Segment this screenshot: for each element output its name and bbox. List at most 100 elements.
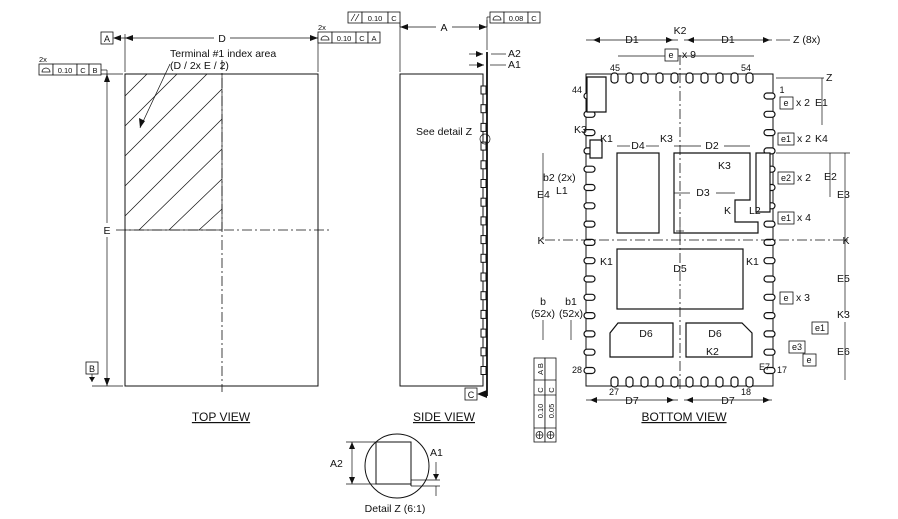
pad-right (763, 110, 776, 118)
side-lead (480, 272, 487, 282)
e-box-3: e (783, 293, 788, 303)
e2-box: e2 (781, 173, 791, 183)
fcf-position-c2: C (547, 387, 556, 393)
exposed-pad-right (755, 152, 771, 213)
z-8x: Z (8x) (793, 34, 820, 46)
pad-left (583, 165, 596, 173)
pad-right (763, 257, 776, 265)
pad-bottom (700, 376, 709, 388)
dim-e2: E2 (824, 171, 837, 183)
dim-e: E (103, 225, 110, 237)
pin-17: 17 (777, 365, 787, 375)
pad-top (745, 72, 754, 84)
fcf-left (38, 63, 102, 76)
x2-c: x 2 (797, 172, 811, 184)
dim-e4: E4 (537, 189, 550, 201)
fcf-parallel-tol: 0.10 (368, 14, 383, 23)
corner-pad-tl (586, 76, 607, 113)
exposed-pad-d6-right (685, 322, 753, 358)
dim-k1-top: K1 (600, 133, 613, 145)
x2-b: x 2 (797, 133, 811, 145)
side-lead (480, 160, 487, 170)
pad-left (583, 220, 596, 228)
fcf-left-ref2: B (92, 66, 97, 75)
dim-a: A (440, 22, 447, 34)
e-box-1: e (783, 98, 788, 108)
pad-bottom (625, 376, 634, 388)
fcf-position-t1: 0.10 (536, 404, 545, 419)
pad-left (583, 202, 596, 210)
detail-z-title: Detail Z (6:1) (365, 503, 426, 515)
dim-b: b (540, 296, 546, 308)
dim-l2: L2 (749, 205, 761, 217)
pad-bottom (715, 376, 724, 388)
datum-c: C (468, 390, 475, 400)
pitch-x9: x 9 (682, 49, 696, 61)
side-lead (480, 347, 487, 357)
exposed-pad-d4 (616, 152, 660, 234)
side-view-title: SIDE VIEW (413, 410, 476, 424)
side-lead (480, 291, 487, 301)
fcf-right (317, 31, 381, 44)
pad-top (715, 72, 724, 84)
side-lead (480, 366, 487, 375)
pin-28: 28 (572, 365, 582, 375)
pad-right (763, 92, 776, 100)
dim-k2-top: K2 (674, 25, 687, 37)
x3: x 3 (796, 292, 810, 304)
pitch-e-box (664, 48, 679, 62)
pad-left (583, 293, 596, 301)
side-leads (480, 85, 487, 375)
pad-left (583, 257, 596, 265)
dim-d4: D4 (631, 140, 645, 152)
dim-d2: D2 (705, 140, 719, 152)
pad-right (763, 238, 776, 246)
side-lead (480, 309, 487, 319)
fcf-right-count: 2x (318, 23, 326, 32)
side-lead (480, 235, 487, 245)
exposed-pad-d6-left (609, 322, 674, 358)
pad-right (763, 330, 776, 338)
bottom-view-title: BOTTOM VIEW (641, 410, 727, 424)
fcf-position-datums: A B (536, 363, 545, 375)
pad-top (685, 72, 694, 84)
pad-left (583, 275, 596, 283)
bottom-view: K K D1 D1 K2 e x 9 Z (8x) Z 45 54 44 1 2… (531, 25, 850, 443)
pad-right (763, 312, 776, 320)
dim-d5: D5 (673, 263, 687, 275)
detail-z-lead (375, 441, 412, 485)
fcf-flatness-tol: 0.08 (509, 14, 524, 23)
pin-44: 44 (572, 85, 582, 95)
x2-a: x 2 (796, 97, 810, 109)
pad-bottom (640, 376, 649, 388)
pad-bottom (745, 376, 754, 388)
top-view: Terminal #1 index area (D / 2x E / 2) D … (38, 23, 381, 424)
pad-k3-left (589, 139, 603, 159)
e1-box-3: e1 (815, 323, 825, 333)
side-lead (480, 179, 487, 188)
dim-e6: E6 (837, 346, 850, 358)
pad-left (583, 312, 596, 320)
dim-k4: K4 (815, 133, 828, 145)
fcf-position (533, 357, 557, 443)
pad-right (763, 293, 776, 301)
dim-l1: L1 (556, 185, 568, 197)
fcf-left-tol: 0.10 (58, 66, 73, 75)
pad-left (583, 348, 596, 356)
datum-a: A (104, 34, 110, 44)
dim-b1-count: (52x) (559, 308, 583, 320)
top-view-title: TOP VIEW (192, 410, 251, 424)
pitch-e: e (668, 50, 673, 60)
fcf-left-ref1: C (80, 66, 86, 75)
dim-k3-mid: K3 (660, 133, 673, 145)
pin-1: 1 (779, 85, 784, 95)
dim-a1: A1 (508, 59, 521, 71)
dim-k2-mid: K2 (706, 346, 719, 358)
side-lead (480, 85, 487, 95)
k-right: K (842, 235, 849, 247)
pad-top (625, 72, 634, 84)
e1-box-1: e1 (781, 134, 791, 144)
index-area-hatch (124, 73, 223, 231)
datum-b: B (89, 364, 95, 374)
